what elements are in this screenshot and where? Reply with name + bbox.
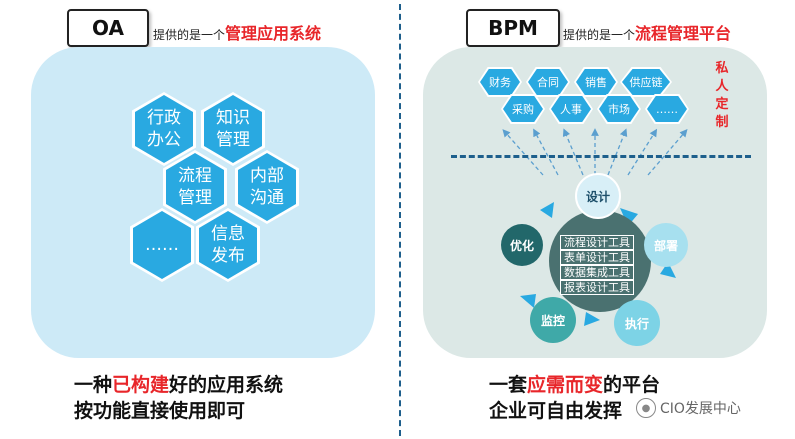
bpm-line1-b: 的平台 (603, 374, 661, 396)
hex-process-mgmt-label: 流程 管理 (178, 166, 212, 208)
oa-bottom-text: 一种已构建好的应用系统 按功能直接使用即可 (74, 372, 283, 424)
wechat-icon: ● (636, 398, 656, 418)
module-marketing-label: 市场 (599, 96, 639, 122)
cycle-monitor: 监控 (530, 297, 576, 343)
module-procurement-label: 采购 (503, 96, 543, 122)
hex-admin-office-label: 行政 办公 (147, 108, 181, 150)
module-contract-label: 合同 (528, 69, 568, 95)
cycle-design: 设计 (575, 173, 621, 219)
bpm-subtitle-accent: 流程管理平台 (635, 24, 732, 43)
module-procurement: 采购 (501, 94, 545, 124)
module-sales-label: 销售 (576, 69, 616, 95)
bpm-subtitle: 提供的是一个流程管理平台 (563, 20, 731, 44)
bpm-line1-highlight: 应需而变 (527, 374, 604, 396)
oa-subtitle-accent: 管理应用系统 (225, 24, 322, 43)
bpm-subtitle-prefix: 提供的是一个 (563, 28, 636, 42)
module-contract: 合同 (526, 67, 570, 97)
module-supply-chain: 供应链 (620, 67, 672, 97)
oa-subtitle: 提供的是一个管理应用系统 (153, 20, 321, 44)
center-divider (399, 4, 401, 436)
cycle-execute: 执行 (614, 300, 660, 346)
hex-info-publish-label: 信息 发布 (211, 224, 245, 266)
module-ellipsis: …… (645, 94, 689, 124)
watermark: ● CIO发展中心 (636, 398, 741, 418)
cycle-deploy: 部署 (644, 223, 688, 267)
module-finance-label: 财务 (480, 69, 520, 95)
module-hr: 人事 (549, 94, 593, 124)
hex-ellipsis-label: …… (145, 235, 179, 255)
module-ellipsis-label: …… (647, 96, 687, 122)
oa-line1-b: 好的应用系统 (169, 374, 284, 396)
custom-label: 私 人 定 制 (715, 61, 729, 130)
module-finance: 财务 (478, 67, 522, 97)
oa-bottom-line2: 按功能直接使用即可 (74, 400, 246, 422)
hex-ellipsis: …… (130, 208, 194, 282)
tool-form-design: 表单设计工具 (560, 250, 634, 265)
module-supply-chain-label: 供应链 (622, 69, 670, 95)
watermark-text: CIO发展中心 (660, 401, 741, 417)
oa-line1-a: 一种 (74, 374, 113, 396)
upward-arrows (502, 128, 688, 176)
bpm-bottom-line2: 企业可自由发挥 (489, 400, 623, 422)
hex-admin-office: 行政 办公 (132, 92, 196, 166)
oa-line1-highlight: 已构建 (112, 374, 170, 396)
hex-knowledge-mgmt-label: 知识 管理 (216, 108, 250, 150)
platform-divider-line (451, 155, 751, 158)
bpm-badge: BPM (466, 9, 560, 47)
module-hr-label: 人事 (551, 96, 591, 122)
module-sales: 销售 (574, 67, 618, 97)
cycle-arrows (520, 202, 676, 326)
tool-process-design: 流程设计工具 (560, 235, 634, 250)
tool-report-design: 报表设计工具 (560, 280, 634, 295)
hex-internal-comm-label: 内部 沟通 (250, 166, 284, 208)
oa-subtitle-prefix: 提供的是一个 (153, 28, 226, 42)
module-marketing: 市场 (597, 94, 641, 124)
cycle-optimize: 优化 (501, 224, 543, 266)
bpm-badge-label: BPM (488, 16, 538, 40)
tool-data-integration: 数据集成工具 (560, 265, 634, 280)
oa-badge: OA (67, 9, 149, 47)
oa-badge-label: OA (92, 16, 124, 40)
bpm-bottom-line1: 一套应需而变的平台 (489, 372, 660, 398)
bpm-bottom-text: 一套应需而变的平台 企业可自由发挥 (489, 372, 660, 424)
bpm-line1-a: 一套 (489, 374, 528, 396)
oa-bottom-line1: 一种已构建好的应用系统 (74, 372, 283, 398)
